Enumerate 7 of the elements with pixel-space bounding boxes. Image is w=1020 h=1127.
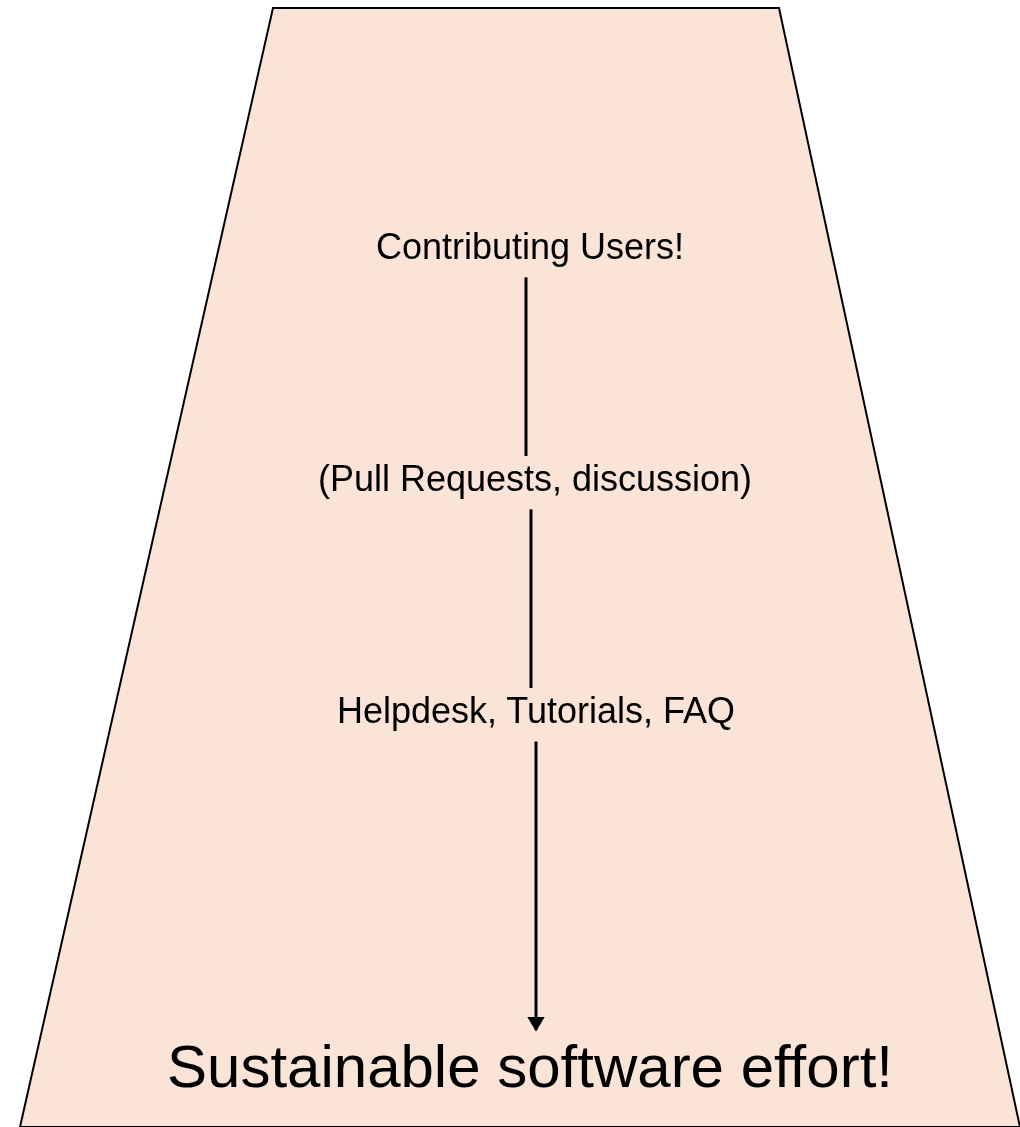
node-label: Helpdesk, Tutorials, FAQ (236, 690, 836, 732)
connector-line (524, 277, 528, 456)
connector-line (529, 509, 533, 688)
node-label: (Pull Requests, discussion) (235, 458, 835, 500)
node-label: Contributing Users! (310, 226, 750, 268)
node-label: Sustainable software effort! (50, 1032, 1010, 1101)
arrow (527, 741, 545, 1032)
